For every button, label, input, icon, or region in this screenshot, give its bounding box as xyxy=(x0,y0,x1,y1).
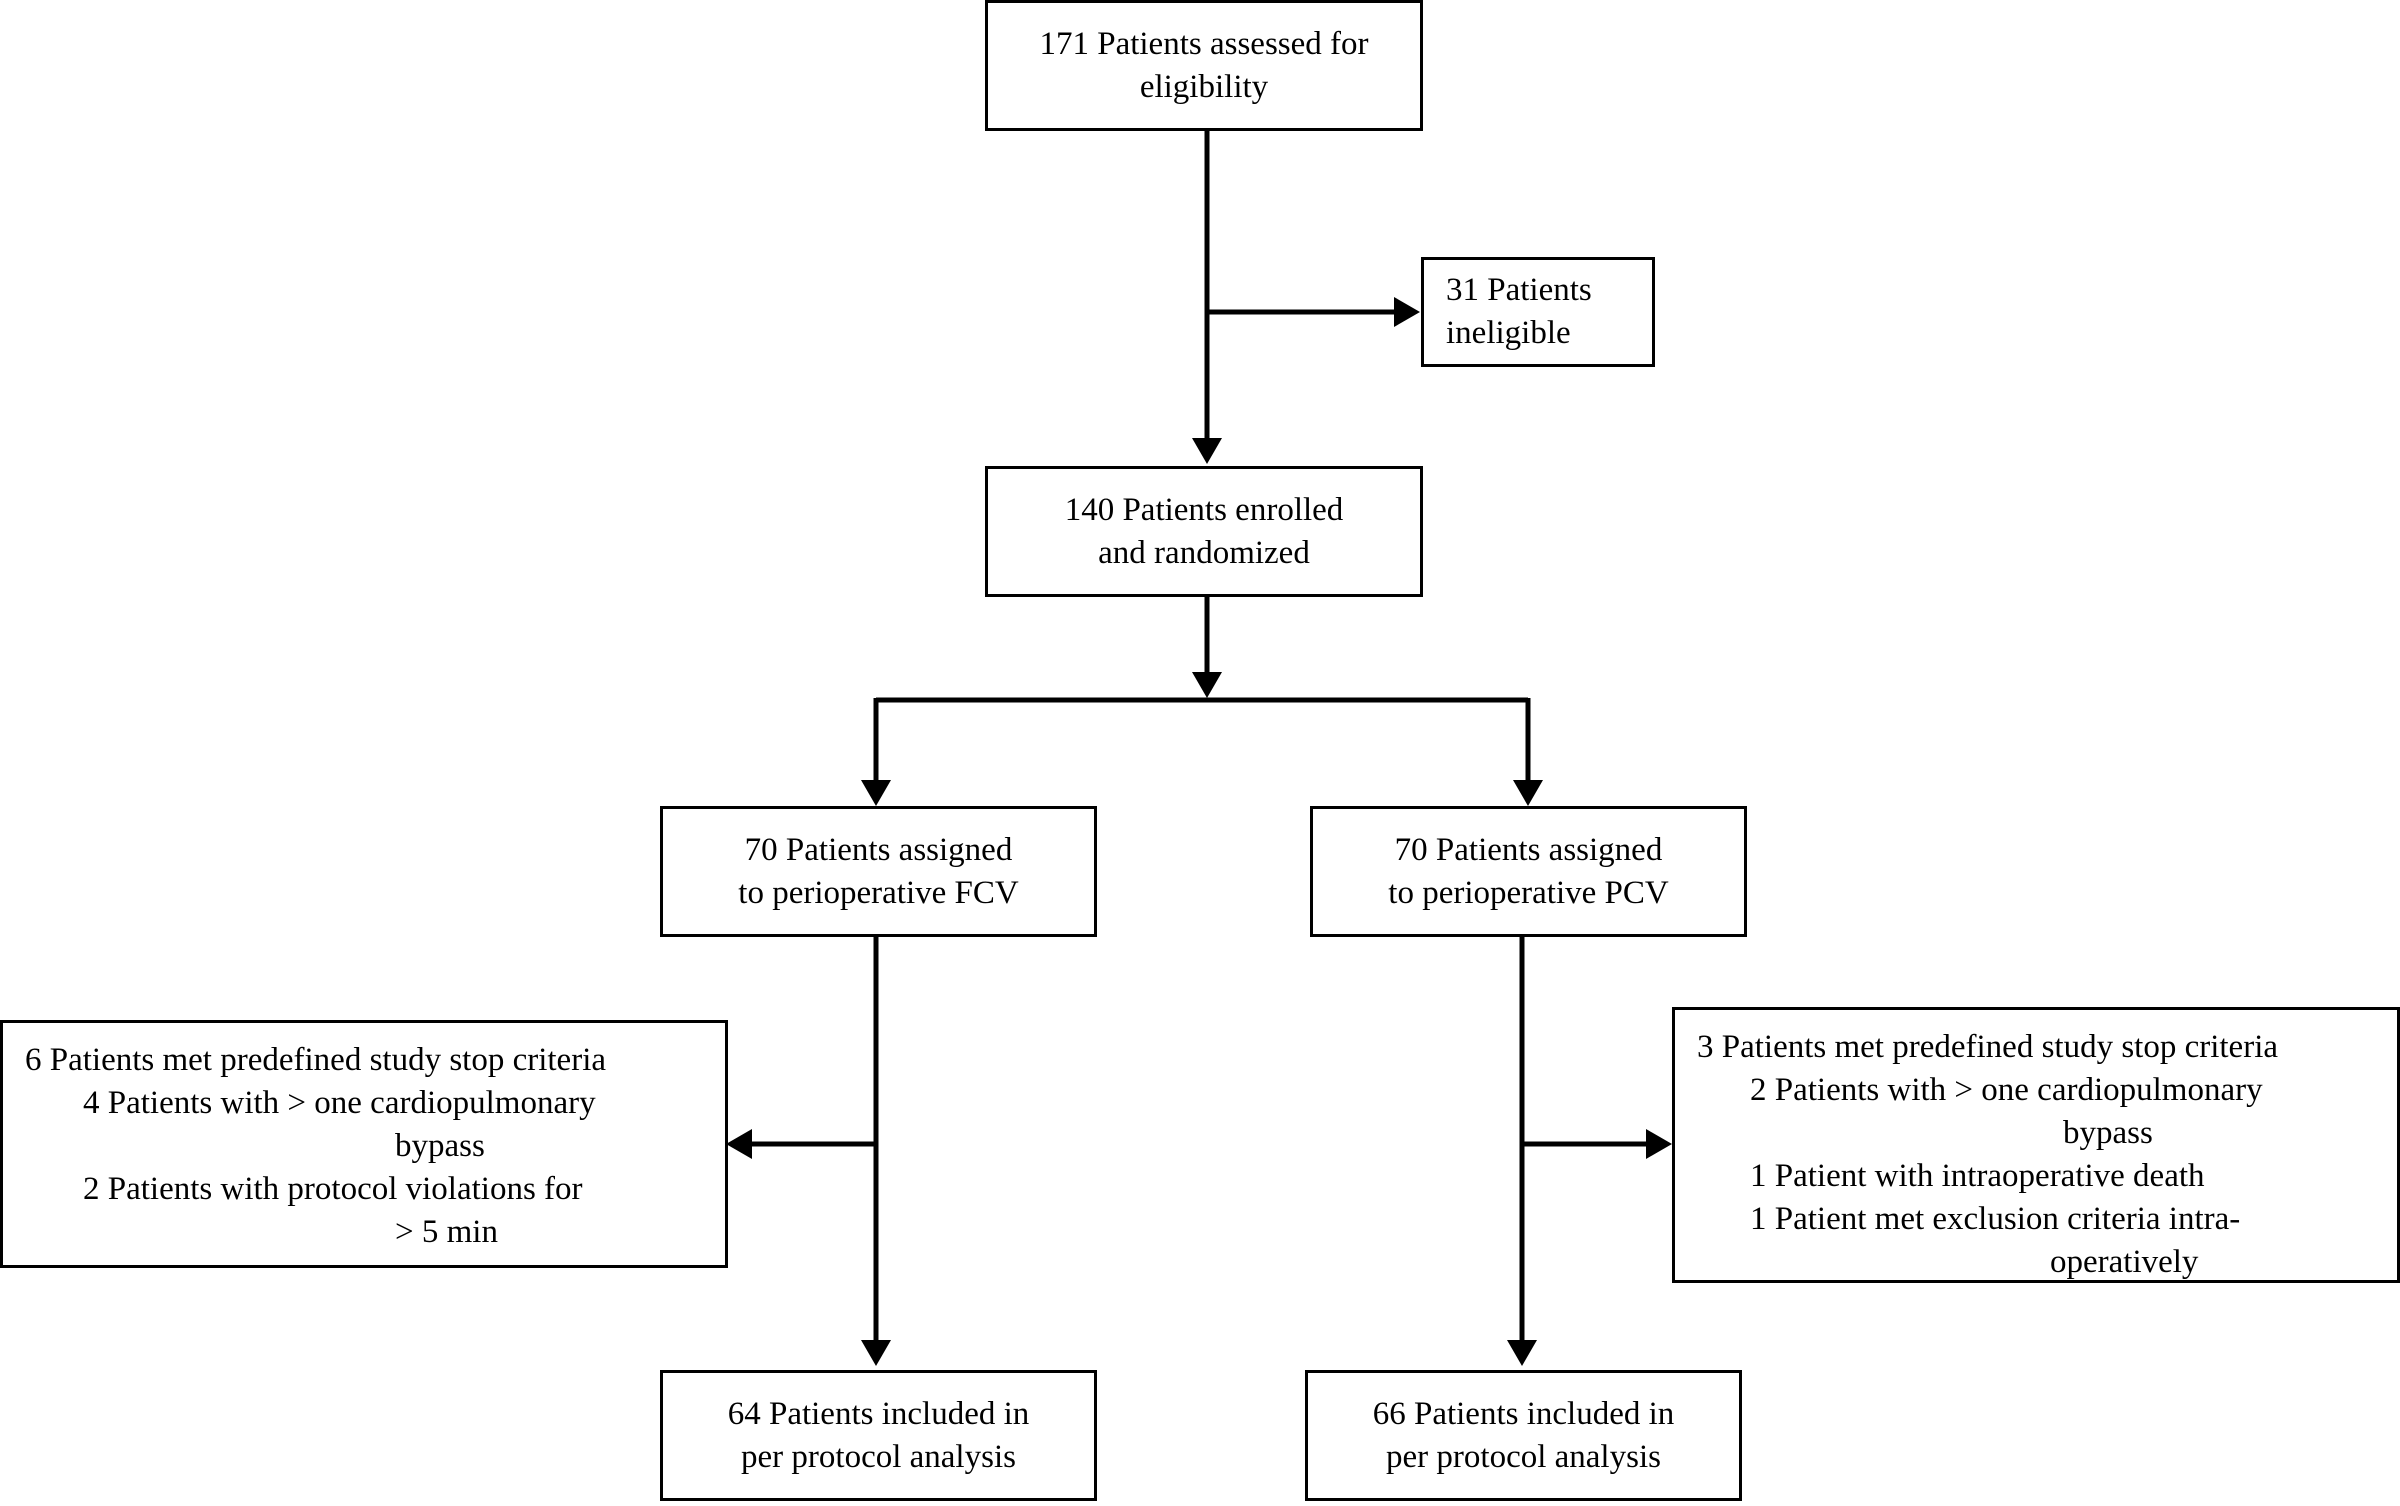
right-stopped-line-1: 3 Patients met predefined study stop cri… xyxy=(1697,1029,2279,1065)
assessed-box: 171 Patients assessed for eligibility xyxy=(985,0,1423,131)
right-included-box: 66 Patients included in per protocol ana… xyxy=(1305,1370,1742,1501)
right-included-line-1: 66 Patients included in xyxy=(1372,1395,1675,1432)
left-assigned-box: 70 Patients assigned to perioperative FC… xyxy=(660,806,1097,937)
arrowhead-split xyxy=(1192,672,1222,698)
arrowhead-ineligible xyxy=(1394,297,1420,327)
enrolled-box: 140 Patients enrolled and randomized xyxy=(985,466,1423,597)
assessed-line-1: 171 Patients assessed for xyxy=(1039,25,1369,62)
arrowhead-left-stopped xyxy=(726,1129,752,1159)
left-included-line-1: 64 Patients included in xyxy=(727,1395,1030,1432)
right-included-line-2: per protocol analysis xyxy=(1386,1438,1661,1475)
right-stopped-line-3: bypass xyxy=(2063,1115,2153,1151)
arrowhead-enrolled xyxy=(1192,438,1222,464)
arrowhead-right-included xyxy=(1507,1340,1537,1366)
ineligible-line-1: 31 Patients xyxy=(1446,272,1592,308)
arrowhead-left-assigned xyxy=(861,780,891,806)
left-stopped-box: 6 Patients met predefined study stop cri… xyxy=(0,1020,728,1268)
left-included-line-2: per protocol analysis xyxy=(741,1438,1016,1475)
right-stopped-line-5: 1 Patient met exclusion criteria intra- xyxy=(1750,1201,2241,1237)
ineligible-line-2: ineligible xyxy=(1446,315,1571,351)
left-stopped-line-1: 6 Patients met predefined study stop cri… xyxy=(25,1042,607,1078)
right-stopped-line-4: 1 Patient with intraoperative death xyxy=(1750,1158,2205,1194)
right-assigned-box: 70 Patients assigned to perioperative PC… xyxy=(1310,806,1747,937)
arrowhead-right-assigned xyxy=(1513,780,1543,806)
right-stopped-line-2: 2 Patients with > one cardiopulmonary xyxy=(1750,1072,2263,1108)
right-assigned-line-1: 70 Patients assigned xyxy=(1394,831,1663,868)
right-assigned-line-2: to perioperative PCV xyxy=(1388,874,1669,911)
enrolled-line-2: and randomized xyxy=(1098,534,1310,571)
left-assigned-line-1: 70 Patients assigned xyxy=(744,831,1013,868)
right-stopped-line-6: operatively xyxy=(2050,1244,2199,1280)
arrowhead-right-stopped xyxy=(1646,1129,1672,1159)
left-stopped-line-4: 2 Patients with protocol violations for xyxy=(83,1171,583,1207)
left-stopped-line-3: bypass xyxy=(395,1128,485,1164)
left-stopped-line-2: 4 Patients with > one cardiopulmonary xyxy=(83,1085,596,1121)
right-stopped-box: 3 Patients met predefined study stop cri… xyxy=(1672,1007,2400,1283)
assessed-line-2: eligibility xyxy=(1139,68,1269,105)
enrolled-line-1: 140 Patients enrolled xyxy=(1064,491,1344,528)
left-assigned-line-2: to perioperative FCV xyxy=(738,874,1019,911)
arrowhead-left-included xyxy=(861,1340,891,1366)
left-included-box: 64 Patients included in per protocol ana… xyxy=(660,1370,1097,1501)
left-stopped-line-5: > 5 min xyxy=(395,1214,498,1250)
ineligible-box: 31 Patients ineligible xyxy=(1421,257,1655,367)
